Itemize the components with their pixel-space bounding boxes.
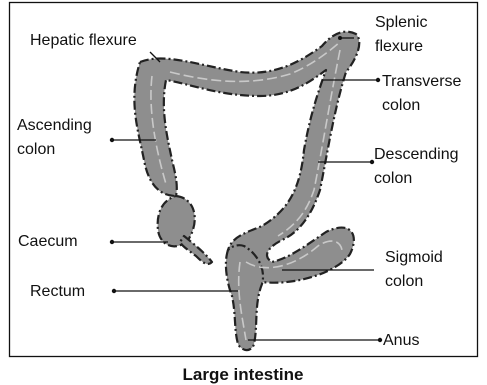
hepatic-flexure-label: Hepatic flexure [30,32,137,49]
sigmoid-colon-label-line2: colon [385,273,423,290]
ascending-colon-label-line2: colon [17,141,55,158]
transverse-colon-label-line1: Transverse [382,73,462,90]
transverse-colon-label-line2: colon [382,97,420,114]
descending-colon-label-line2: colon [374,170,412,187]
descending-colon-label-line1: Descending [374,146,459,163]
caecum-label: Caecum [18,233,78,250]
figure-caption: Large intestine [183,365,304,384]
splenic-flexure-label-line1: Splenic [375,14,427,31]
sigmoid-colon-label-line1: Sigmoid [385,249,443,266]
anus-label: Anus [383,332,419,349]
splenic-flexure-label-line2: flexure [375,38,423,55]
ascending-colon-label-line1: Ascending [17,117,92,134]
rectum-label: Rectum [30,283,85,300]
